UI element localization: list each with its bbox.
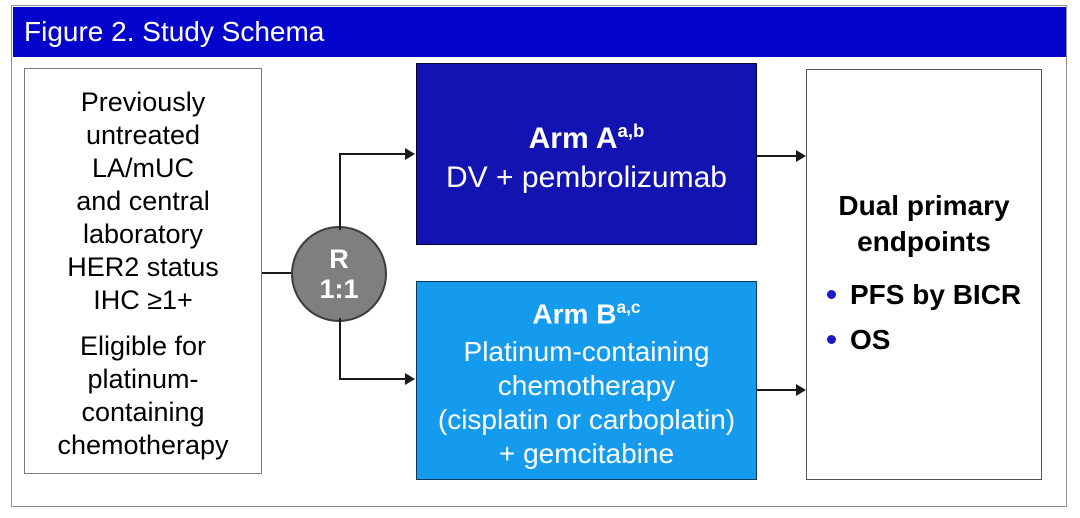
figure-title-bar: Figure 2. Study Schema: [13, 7, 1066, 57]
figure-title: Figure 2. Study Schema: [24, 16, 325, 47]
endpoints-box: Dual primary endpoints PFS by BICR OS: [806, 69, 1042, 480]
arm-b-regimen: Platinum-containing chemotherapy (cispla…: [437, 335, 736, 469]
eligibility-note-text: Eligible for platinum- containing chemot…: [57, 331, 229, 460]
arm-b-superscript: a,c: [616, 297, 641, 318]
endpoint-label-os: OS: [850, 323, 891, 355]
endpoint-label-pfs: PFS by BICR: [850, 278, 1022, 310]
arm-a-superscript: a,b: [617, 120, 645, 141]
arm-a-box: Arm Aa,b DV + pembrolizumab: [416, 63, 757, 245]
arrowhead-icon: [405, 148, 415, 160]
connector-randomizer-to-arm-a-vertical: [339, 154, 341, 230]
arm-b-box: Arm Ba,c Platinum-containing chemotherap…: [416, 281, 757, 480]
endpoint-item-os: OS: [815, 317, 1033, 362]
arm-b-title: Arm Ba,c: [532, 290, 640, 331]
arm-a-title: Arm Aa,b: [529, 111, 645, 158]
arm-a-regimen: DV + pembrolizumab: [446, 161, 727, 194]
eligibility-box: Previously untreated LA/mUC and central …: [24, 68, 262, 474]
connector-randomizer-to-arm-a-horizontal: [339, 153, 406, 155]
connector-randomizer-to-arm-b-vertical: [339, 318, 341, 379]
eligibility-criteria-text: Previously untreated LA/mUC and central …: [67, 87, 219, 315]
arrowhead-icon: [796, 150, 806, 162]
endpoint-item-pfs: PFS by BICR: [815, 272, 1033, 317]
connector-randomizer-to-arm-b-horizontal: [339, 378, 406, 380]
bullet-dot-icon: [827, 289, 836, 299]
endpoints-heading: Dual primary endpoints: [838, 189, 1010, 257]
connector-arm-b-to-endpoints: [757, 389, 797, 391]
arm-b-name: Arm B: [532, 298, 617, 330]
arrowhead-icon: [405, 373, 415, 385]
connector-eligibility-to-randomizer: [262, 272, 291, 274]
arrowhead-icon: [796, 384, 806, 396]
arm-a-name: Arm A: [528, 122, 618, 155]
bullet-dot-icon: [827, 334, 836, 344]
connector-arm-a-to-endpoints: [757, 155, 797, 157]
randomization-circle: R 1:1: [291, 226, 387, 322]
randomization-label: R 1:1: [319, 244, 359, 304]
